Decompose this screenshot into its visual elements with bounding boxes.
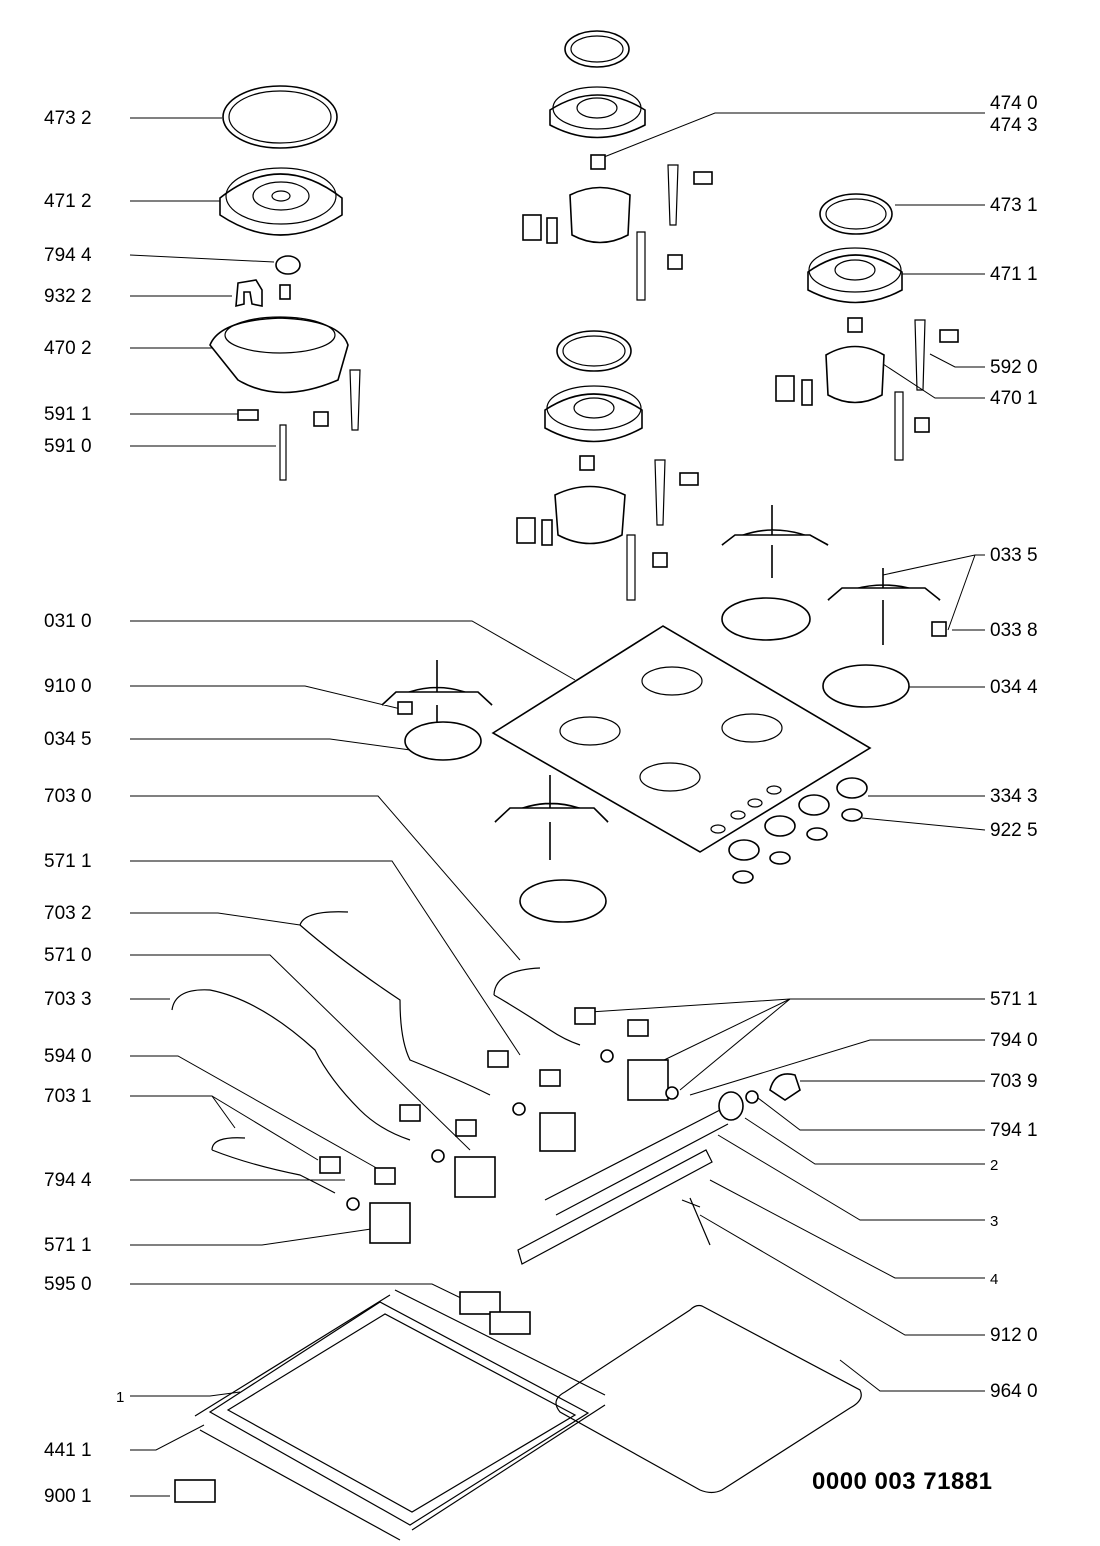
label-703-9: 703 9 (990, 1071, 1038, 1092)
label-703-0: 703 0 (44, 786, 92, 807)
label-334-3: 334 3 (990, 786, 1038, 807)
left-labels: 473 2 471 2 794 4 932 2 470 2 591 1 591 … (44, 108, 124, 1507)
label-034-5: 034 5 (44, 729, 92, 750)
label-910-0: 910 0 (44, 676, 92, 697)
label-595-0: 595 0 (44, 1274, 92, 1295)
label-471-1: 471 1 (990, 264, 1038, 285)
label-571-1-a: 571 1 (44, 851, 92, 872)
label-922-5: 922 5 (990, 820, 1038, 841)
label-031-0: 031 0 (44, 611, 92, 632)
gas-pipes (171, 911, 581, 1194)
label-033-5: 033 5 (990, 545, 1038, 566)
burner-caps (404, 597, 947, 923)
burner-right-small (775, 193, 959, 461)
burner-left-large (209, 85, 361, 481)
label-4: 4 (990, 1271, 998, 1288)
label-703-2: 703 2 (44, 903, 92, 924)
label-473-2: 473 2 (44, 108, 92, 129)
bottom-tray (174, 1289, 606, 1541)
label-964-0: 964 0 (990, 1381, 1038, 1402)
burner-middle (516, 330, 699, 601)
label-474-3: 474 3 (990, 115, 1038, 136)
gas-rail (346, 1049, 801, 1265)
label-794-1: 794 1 (990, 1120, 1038, 1141)
label-794-0: 794 0 (990, 1030, 1038, 1051)
label-591-0: 591 0 (44, 436, 92, 457)
gas-valves (319, 1007, 669, 1244)
label-3: 3 (990, 1213, 998, 1230)
label-594-0: 594 0 (44, 1046, 92, 1067)
label-474-0: 474 0 (990, 93, 1038, 114)
label-1: 1 (116, 1389, 124, 1406)
label-912-0: 912 0 (990, 1325, 1038, 1346)
label-473-1: 473 1 (990, 195, 1038, 216)
label-034-4: 034 4 (990, 677, 1038, 698)
label-703-3: 703 3 (44, 989, 92, 1010)
label-470-2: 470 2 (44, 338, 92, 359)
leader-lines (129, 112, 986, 1497)
label-571-1-right: 571 1 (990, 989, 1038, 1010)
label-794-4-bottom: 794 4 (44, 1170, 92, 1191)
burner-top-middle (522, 30, 713, 301)
right-labels: 474 0 474 3 473 1 471 1 592 0 470 1 033 … (990, 93, 1038, 1402)
label-703-1: 703 1 (44, 1086, 92, 1107)
hob-top-plate (397, 625, 872, 853)
label-571-1-b: 571 1 (44, 1235, 92, 1256)
label-2: 2 (990, 1157, 998, 1174)
label-932-2: 932 2 (44, 286, 92, 307)
label-591-1: 591 1 (44, 404, 92, 425)
label-033-8: 033 8 (990, 620, 1038, 641)
label-900-1: 900 1 (44, 1486, 92, 1507)
label-470-1: 470 1 (990, 388, 1038, 409)
label-471-2: 471 2 (44, 191, 92, 212)
seal-gasket (555, 1304, 862, 1494)
label-592-0: 592 0 (990, 357, 1038, 378)
label-441-1: 441 1 (44, 1440, 92, 1461)
pan-supports (381, 505, 941, 860)
control-knobs (728, 777, 868, 884)
label-571-0: 571 0 (44, 945, 92, 966)
document-number: 0000 003 71881 (812, 1468, 993, 1495)
label-794-4-top: 794 4 (44, 245, 92, 266)
